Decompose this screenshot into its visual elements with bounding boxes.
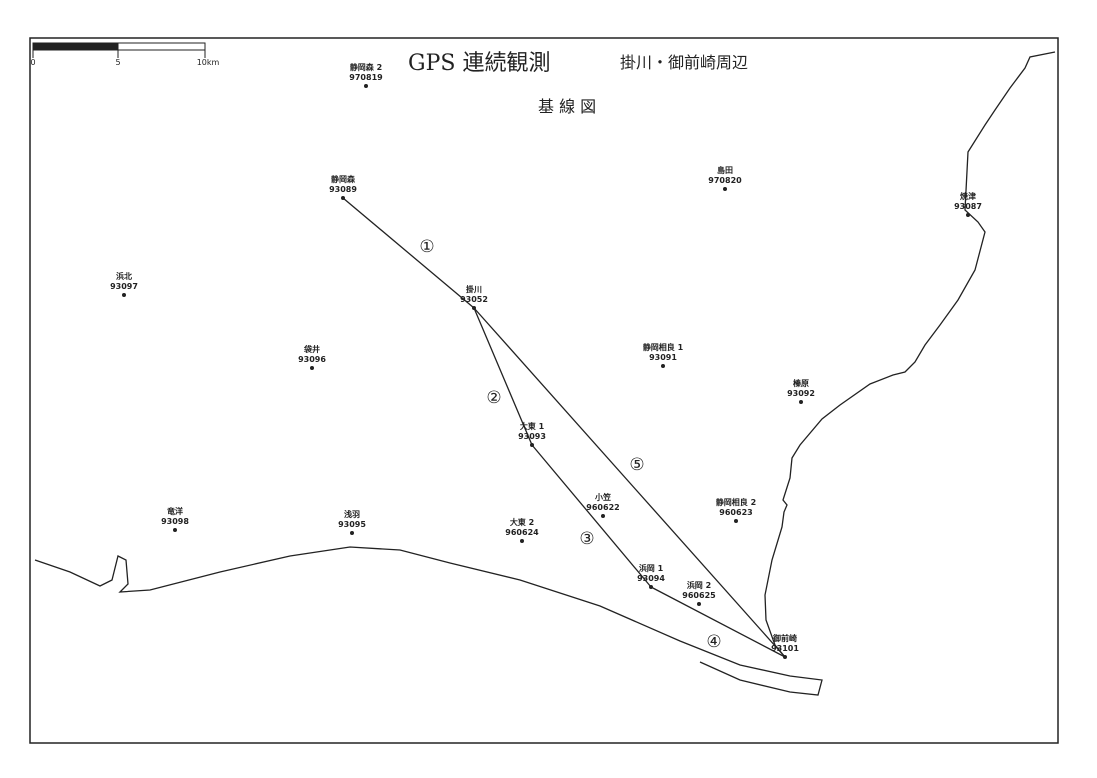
baseline-5 — [473, 307, 786, 658]
station-name: 浅羽 — [344, 509, 360, 519]
station-name: 浜北 — [116, 271, 132, 281]
station-code: 93087 — [954, 202, 982, 211]
station-code: 960624 — [505, 528, 539, 537]
station-name: 浜岡 2 — [687, 580, 711, 590]
station-code: 960625 — [682, 591, 716, 600]
station-code: 93094 — [637, 574, 665, 583]
station-code: 93092 — [787, 389, 815, 398]
scale-label-10km: 10km — [197, 58, 220, 67]
station-name: 小笠 — [594, 492, 611, 502]
station-marker[interactable] — [966, 213, 970, 217]
station-code: 93096 — [298, 355, 326, 364]
station-marker[interactable] — [341, 196, 345, 200]
station-marker[interactable] — [661, 364, 665, 368]
station-name: 大東 1 — [520, 421, 545, 431]
station-marker[interactable] — [530, 443, 534, 447]
station-marker[interactable] — [601, 514, 605, 518]
station-marker[interactable] — [310, 366, 314, 370]
station-marker[interactable] — [364, 84, 368, 88]
station-name: 榛原 — [793, 378, 809, 388]
station-name: 島田 — [717, 165, 733, 175]
station-marker[interactable] — [799, 400, 803, 404]
station-name: 大東 2 — [510, 517, 534, 527]
station-marker[interactable] — [723, 187, 727, 191]
station-name: 焼津 — [960, 191, 976, 201]
station-name: 静岡相良 1 — [643, 342, 684, 352]
baseline-1 — [342, 197, 475, 309]
baseline-label-4: ④ — [706, 632, 721, 652]
station-marker[interactable] — [122, 293, 126, 297]
scale-label-0: 0 — [30, 58, 35, 67]
stations: 静岡森 2970819静岡森93089島田970820焼津93087浜北9309… — [110, 62, 982, 659]
station-code: 93093 — [518, 432, 546, 441]
baseline-label-2: ② — [486, 388, 501, 408]
station-marker[interactable] — [520, 539, 524, 543]
station-marker[interactable] — [697, 602, 701, 606]
map-title: GPS 連続観測 — [408, 51, 550, 76]
station-marker[interactable] — [734, 519, 738, 523]
baseline-label-1: ① — [419, 237, 434, 257]
station-code: 93091 — [649, 353, 677, 362]
map-subtitle: 基 線 図 — [538, 97, 596, 116]
station-name: 袋井 — [303, 344, 320, 354]
station-name: 御前崎 — [772, 633, 797, 643]
baseline-2 — [473, 307, 533, 446]
station-name: 掛川 — [466, 284, 482, 294]
station-code: 93101 — [771, 644, 799, 653]
map-frame — [29, 37, 1059, 744]
station-marker[interactable] — [350, 531, 354, 535]
station-marker[interactable] — [173, 528, 177, 532]
coastline — [34, 51, 1056, 696]
station-code: 93098 — [161, 517, 189, 526]
station-code: 960623 — [719, 508, 752, 517]
baseline-label-5: ⑤ — [629, 455, 644, 475]
baseline-label-3: ③ — [579, 529, 594, 549]
scale-bar: 0 5 10km — [30, 42, 220, 67]
station-code: 93097 — [110, 282, 138, 291]
baseline-3 — [531, 444, 652, 588]
station-name: 竜洋 — [167, 506, 183, 516]
station-marker[interactable] — [649, 585, 653, 589]
station-marker[interactable] — [783, 655, 787, 659]
baselines: ① ② ③ ④ ⑤ — [342, 197, 786, 658]
station-code: 93052 — [460, 295, 488, 304]
station-name: 静岡森 2 — [350, 62, 382, 72]
station-code: 93089 — [329, 185, 357, 194]
scale-label-5: 5 — [115, 58, 120, 67]
station-name: 浜岡 1 — [639, 563, 664, 573]
baseline-4 — [650, 586, 786, 658]
station-code: 960622 — [586, 503, 619, 512]
station-code: 970820 — [708, 176, 742, 185]
station-name: 静岡相良 2 — [716, 497, 756, 507]
station-code: 970819 — [349, 73, 383, 82]
station-marker[interactable] — [472, 306, 476, 310]
station-code: 93095 — [338, 520, 366, 529]
map-region: 掛川・御前崎周辺 — [620, 53, 748, 72]
station-name: 静岡森 — [331, 174, 356, 184]
